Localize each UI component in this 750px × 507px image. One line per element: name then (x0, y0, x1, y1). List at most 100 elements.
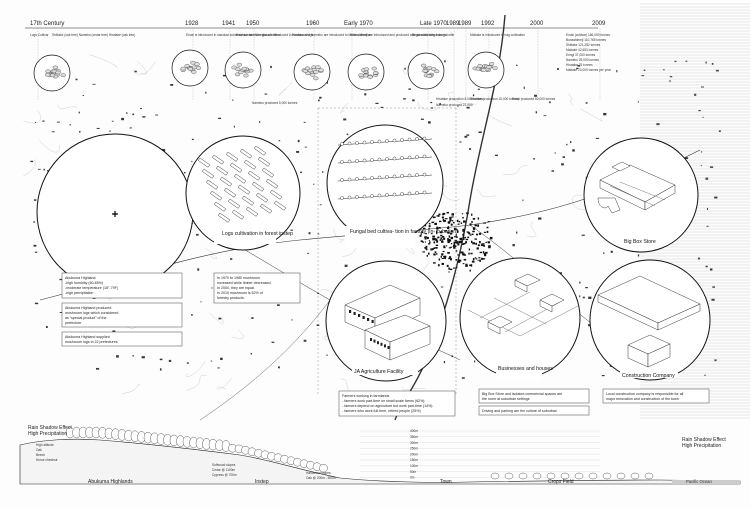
year-label: Early 1970 (344, 21, 373, 27)
map-speck (343, 118, 347, 121)
log (212, 154, 225, 165)
building-dot (475, 258, 478, 260)
log (266, 178, 279, 189)
map-speck (197, 268, 200, 271)
building-dot (421, 231, 424, 234)
log (258, 156, 271, 167)
building-dot (420, 240, 423, 243)
building-dot (436, 228, 439, 230)
ja-label: JA Agriculture Facility (354, 369, 404, 375)
building-dot (462, 230, 464, 232)
note-early-logs: Shiitake (oak tree) Nameko (cedar tree) … (52, 33, 135, 37)
building-dot (447, 252, 450, 254)
building-dot (433, 241, 436, 244)
section-trees (65, 426, 654, 480)
bag (392, 138, 397, 143)
building-dot (429, 241, 431, 244)
building-dot (441, 235, 445, 238)
building-dot (440, 237, 443, 240)
bubble-logs-cultivation: Logs cultivation in forest instep (185, 135, 301, 251)
contour-line (476, 189, 496, 197)
building-dot (447, 237, 449, 241)
building-dot (432, 235, 436, 238)
map-speck (191, 138, 194, 141)
building-dot (489, 236, 493, 240)
bag (347, 177, 352, 182)
note-line: increased while timber decreased. (217, 281, 272, 285)
building-dot (442, 218, 445, 222)
building-dot (428, 225, 431, 228)
bag (400, 156, 404, 160)
contour-line (57, 104, 78, 110)
map-speck (478, 131, 482, 134)
building-dot (460, 251, 463, 254)
building-dot (456, 230, 459, 233)
building-dot (436, 232, 438, 235)
bag (415, 137, 419, 141)
building-dot (462, 263, 465, 265)
town-cluster (419, 211, 493, 271)
building-dot (472, 242, 476, 245)
building-dot (431, 221, 435, 224)
map-speck (184, 172, 186, 174)
map-speck (168, 359, 172, 362)
log (218, 212, 231, 223)
bag (407, 137, 412, 142)
building-dot (477, 217, 480, 220)
mushroom-mark (241, 66, 247, 71)
veg-note: Hardwood slopes (306, 471, 331, 475)
map-speck (662, 69, 665, 71)
note-line: prefecture (65, 321, 81, 325)
note-logs-cultivar: Logs Cultivar (30, 33, 50, 37)
map-speck (276, 304, 280, 306)
business-label: Businesses and houses (498, 366, 553, 372)
contour-line (185, 360, 206, 377)
bag (400, 174, 404, 178)
label-bg (214, 228, 276, 244)
map-speck (551, 170, 555, 172)
building-dot (474, 238, 477, 240)
veg-note: High altitude (36, 443, 54, 447)
map-speck (34, 251, 38, 253)
map-speck (702, 116, 704, 118)
map-speck (38, 168, 41, 170)
left-title-2: High Precipitation (28, 431, 67, 437)
contour-line (216, 377, 232, 390)
mushroom-mark (45, 69, 51, 74)
map-speck (205, 91, 207, 94)
tree (518, 472, 528, 480)
building-dot (459, 237, 463, 241)
building-dot (470, 264, 473, 267)
log (202, 168, 215, 179)
map-speck (469, 269, 471, 272)
building-dot (470, 240, 473, 243)
building-dot (482, 258, 486, 260)
map-speck (300, 171, 302, 174)
building-dot (438, 213, 441, 216)
mushroom-mark (195, 66, 202, 70)
year-label: 1989 (458, 21, 472, 27)
note-line: Farmers working in farmlands (342, 394, 390, 398)
prod-line-1: Enoki (cultivar) 166,000 tonnes (566, 33, 610, 37)
contour-line (526, 222, 537, 238)
building-dot (441, 240, 444, 243)
building-dot (465, 238, 469, 241)
building-dot (443, 237, 446, 240)
contour-line (186, 375, 207, 391)
mushroom-mark (363, 73, 369, 78)
mushroom-mark (310, 72, 316, 77)
building-dot (436, 240, 439, 243)
tree (319, 464, 328, 473)
log (216, 165, 229, 176)
mushroom-mark (358, 73, 364, 77)
building-dot (434, 251, 437, 253)
map-speck (464, 135, 468, 138)
building-dot (463, 254, 466, 256)
building-dot (469, 234, 472, 236)
map-speck (229, 258, 233, 260)
map-speck (126, 112, 128, 114)
log (246, 206, 259, 217)
map-speck (694, 93, 697, 96)
note-line: the norm at suburban settings (482, 397, 530, 401)
map-speck (603, 112, 607, 116)
